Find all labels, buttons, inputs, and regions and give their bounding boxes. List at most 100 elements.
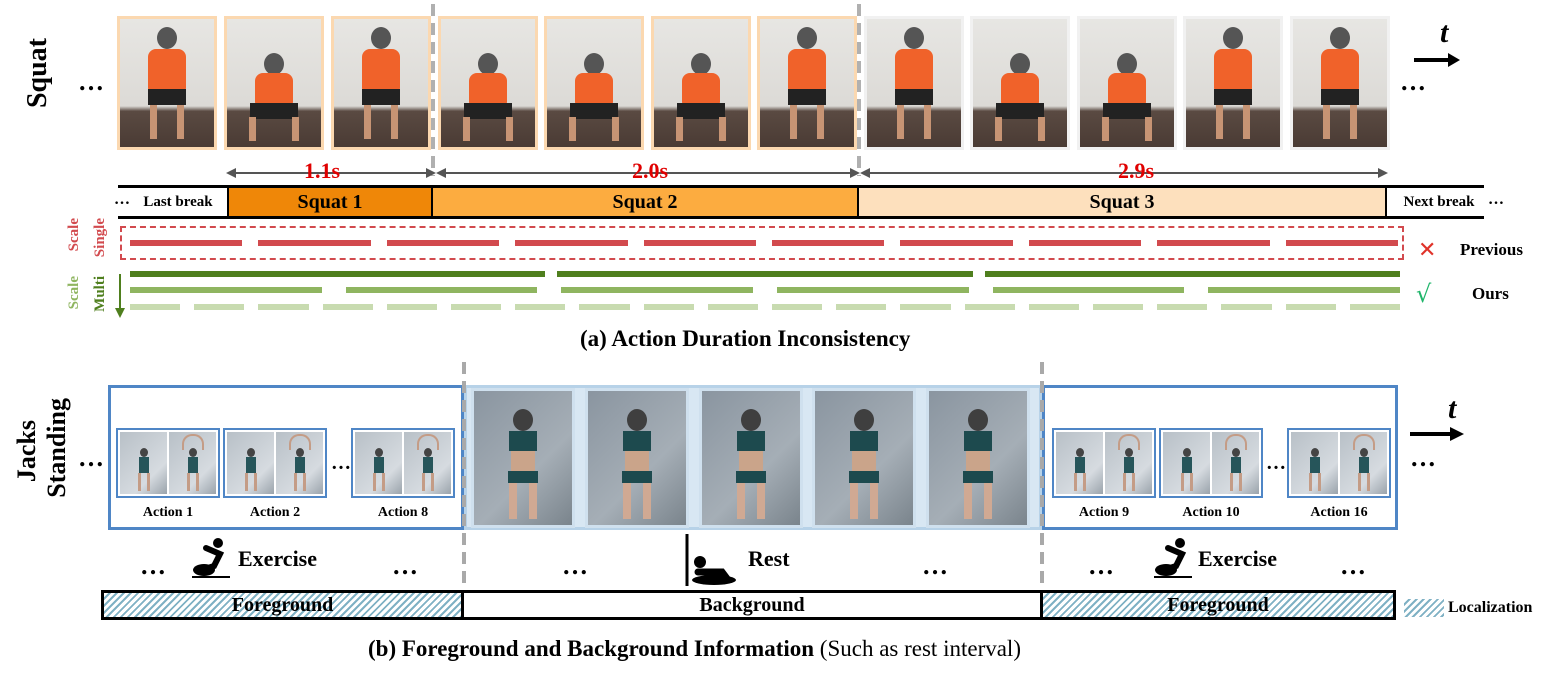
multi-label: Multi: [92, 276, 108, 312]
background-label: Background: [699, 593, 805, 616]
duration-arrow-icon: [226, 168, 436, 178]
action-thumbnail-pair: [223, 428, 327, 498]
previous-label: Previous: [1460, 240, 1523, 259]
squat-frame: [331, 16, 431, 150]
previous-dash: [1285, 240, 1398, 246]
rest-frame: [585, 388, 689, 528]
state-ellipsis: …: [1340, 551, 1366, 580]
duration-label: 1.1s: [304, 158, 341, 183]
ours-dash-fine: [515, 304, 566, 310]
action-thumbnail-pair: [1052, 428, 1156, 498]
ours-dash-fine: [1349, 304, 1400, 310]
ours-dash-fine: [643, 304, 694, 310]
ours-label: Ours: [1472, 284, 1509, 303]
ours-dash-fine: [772, 304, 823, 310]
squat-frame: [224, 16, 324, 150]
right-ellipsis-jacks: …: [1410, 443, 1436, 472]
previous-dash: [1157, 240, 1270, 246]
ours-dash-fine: [900, 304, 951, 310]
ours-dash-fine: [322, 304, 373, 310]
thumbnail-ellipsis: …: [1266, 452, 1286, 474]
ours-dash-fine: [194, 304, 245, 310]
time-label-squat: t: [1440, 16, 1449, 49]
action-thumbnail-pair: [116, 428, 220, 498]
action-thumbnail-pair: [1287, 428, 1391, 498]
action-label: Action 10: [1182, 505, 1240, 520]
previous-dash: [130, 240, 243, 246]
duration-label: 2.9s: [1118, 158, 1155, 183]
state-ellipsis: …: [392, 551, 418, 580]
squat-frame: [117, 16, 217, 150]
squat-frame: [438, 16, 538, 150]
ours-dash-fine: [1221, 304, 1272, 310]
foreground-bar-right: Foreground: [1040, 590, 1396, 620]
previous-dash: [900, 240, 1013, 246]
segment-next-break: Next break: [1403, 193, 1475, 210]
squat-frame: [1077, 16, 1177, 150]
rest-frame: [471, 388, 575, 528]
ours-dash-medium: [777, 287, 969, 293]
state-ellipsis: …: [922, 551, 948, 580]
ours-dash-fine: [836, 304, 887, 310]
ours-dash-medium: [130, 287, 322, 293]
previous-dash: [772, 240, 885, 246]
ours-dash-medium: [992, 287, 1185, 293]
rest-frame: [926, 388, 1030, 528]
squat-frame: [1290, 16, 1390, 150]
down-arrow-icon: [115, 274, 125, 318]
duration-label: 2.0s: [632, 158, 669, 183]
ours-dash-coarse: [130, 271, 546, 277]
segment-ellipsis-left: …: [114, 191, 130, 208]
caption-b-title: Foreground and Background Information: [401, 636, 815, 661]
action-label: Action 16: [1310, 505, 1368, 520]
localization-legend-label: Localization: [1448, 599, 1533, 616]
rest-frame: [699, 388, 803, 528]
squat-frame: [1183, 16, 1283, 150]
ours-dash-fine: [964, 304, 1015, 310]
background-bar: Background: [464, 590, 1040, 620]
exercise-label-right: Exercise: [1198, 546, 1278, 571]
rest-frame: [812, 388, 916, 528]
action-label: Action 9: [1078, 505, 1130, 520]
time-label-jacks: t: [1448, 392, 1457, 425]
single-label: Single: [92, 218, 108, 258]
rest-label: Rest: [748, 546, 790, 571]
caption-a-prefix: (a): [580, 326, 607, 351]
ours-dash-fine: [386, 304, 437, 310]
previous-dash: [258, 240, 371, 246]
ours-dash-fine: [1028, 304, 1079, 310]
ours-dash-fine: [579, 304, 630, 310]
time-arrow-icon: [1410, 427, 1464, 441]
state-ellipsis: …: [562, 551, 588, 580]
ours-dash-coarse: [984, 271, 1400, 277]
exercise-icon: [192, 538, 230, 578]
ours-check-icon: √: [1416, 280, 1432, 308]
exercise-label-left: Exercise: [238, 546, 318, 571]
previous-dash: [643, 240, 756, 246]
jacks-row-label-1: Standing: [42, 398, 71, 498]
state-ellipsis: …: [1088, 551, 1114, 580]
ours-dash-coarse: [557, 271, 973, 277]
right-ellipsis-squat: …: [1400, 67, 1426, 96]
segment-squat-1: Squat 1: [227, 186, 433, 218]
action-thumbnail-pair: [1159, 428, 1263, 498]
previous-dash: [386, 240, 500, 246]
ours-dash-medium: [1208, 287, 1400, 293]
foreground-label: Foreground: [1167, 593, 1269, 616]
thumbnail-ellipsis: …: [331, 452, 351, 474]
ours-dash-medium: [561, 287, 753, 293]
state-ellipsis: …: [140, 551, 166, 580]
foreground-label: Foreground: [231, 593, 334, 616]
squat-frame: [651, 16, 751, 150]
ours-dash-fine: [1093, 304, 1144, 310]
previous-dash: [515, 240, 628, 246]
foreground-bar-left: Foreground: [101, 590, 464, 620]
scale-label-single: Scale: [66, 218, 82, 252]
region-divider: [1040, 362, 1044, 620]
segment-last-break: Last break: [143, 193, 213, 210]
duration-arrow-icon: [860, 168, 1388, 178]
squat-row-label: Squat: [22, 38, 53, 109]
ours-dash-fine: [258, 304, 309, 310]
rest-icon: [685, 534, 736, 586]
exercise-icon: [1154, 538, 1192, 578]
